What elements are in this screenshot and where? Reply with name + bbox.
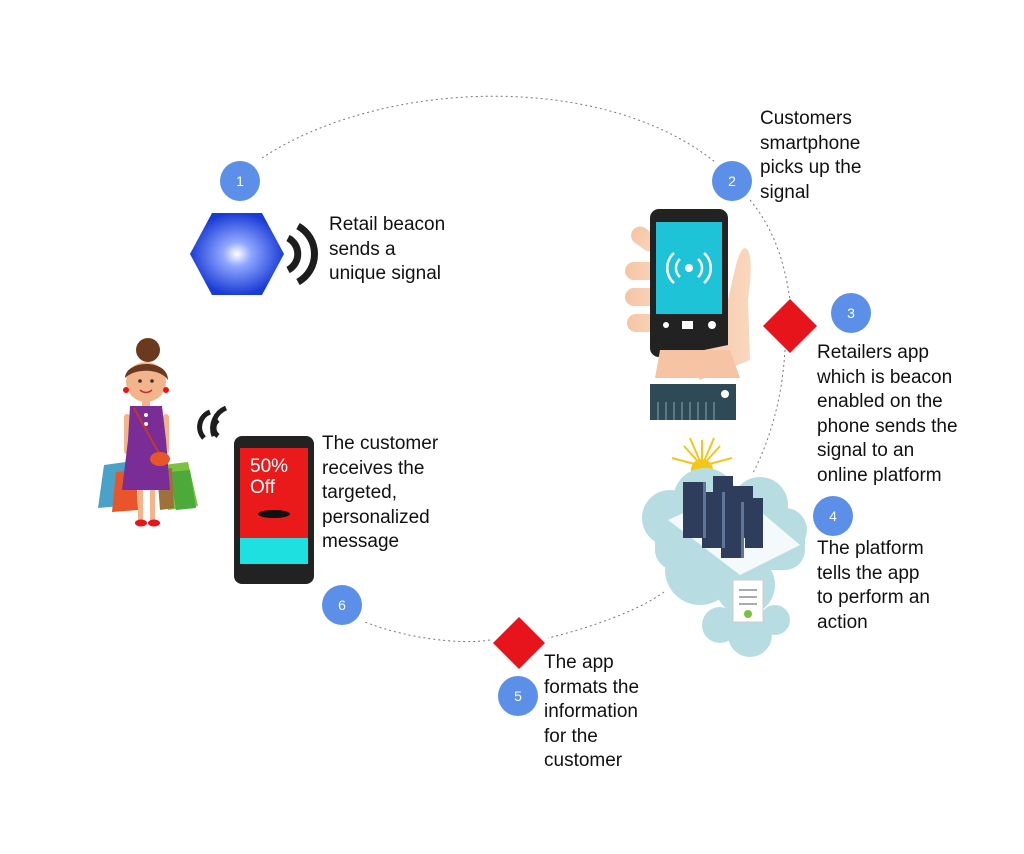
step-badge-6: 6 (322, 585, 362, 625)
promo-text: 50% Off (250, 456, 289, 498)
step-5-label: The app formats the information for the … (544, 652, 640, 771)
step-badge-3: 3 (831, 293, 871, 333)
signal-waves-icon (197, 405, 228, 440)
step-badge-1: 1 (220, 161, 260, 201)
step-3-label: Retailers app which is beacon enabled on… (817, 342, 958, 486)
step-2-label: Customers smartphone picks up the signal (760, 108, 862, 203)
step-badge-5: 5 (498, 676, 538, 716)
beacon-hexagon-icon (190, 213, 284, 295)
cycle-path (261, 95, 791, 643)
step-4-label: The platform tells the app to perform an… (817, 538, 930, 633)
step-6-label: The customer receives the targeted, pers… (322, 433, 439, 552)
signal-waves-icon (286, 222, 318, 286)
shopper-woman-icon (98, 338, 198, 527)
decision-diamond-icon (493, 299, 817, 669)
cloud-server-icon (642, 437, 807, 657)
promo-phone-icon (234, 436, 314, 584)
smartphone-hand-icon (625, 209, 751, 420)
step-badge-4: 4 (813, 496, 853, 536)
step-badge-2: 2 (712, 161, 752, 201)
step-1-label: Retail beacon sends a unique signal (329, 214, 446, 284)
